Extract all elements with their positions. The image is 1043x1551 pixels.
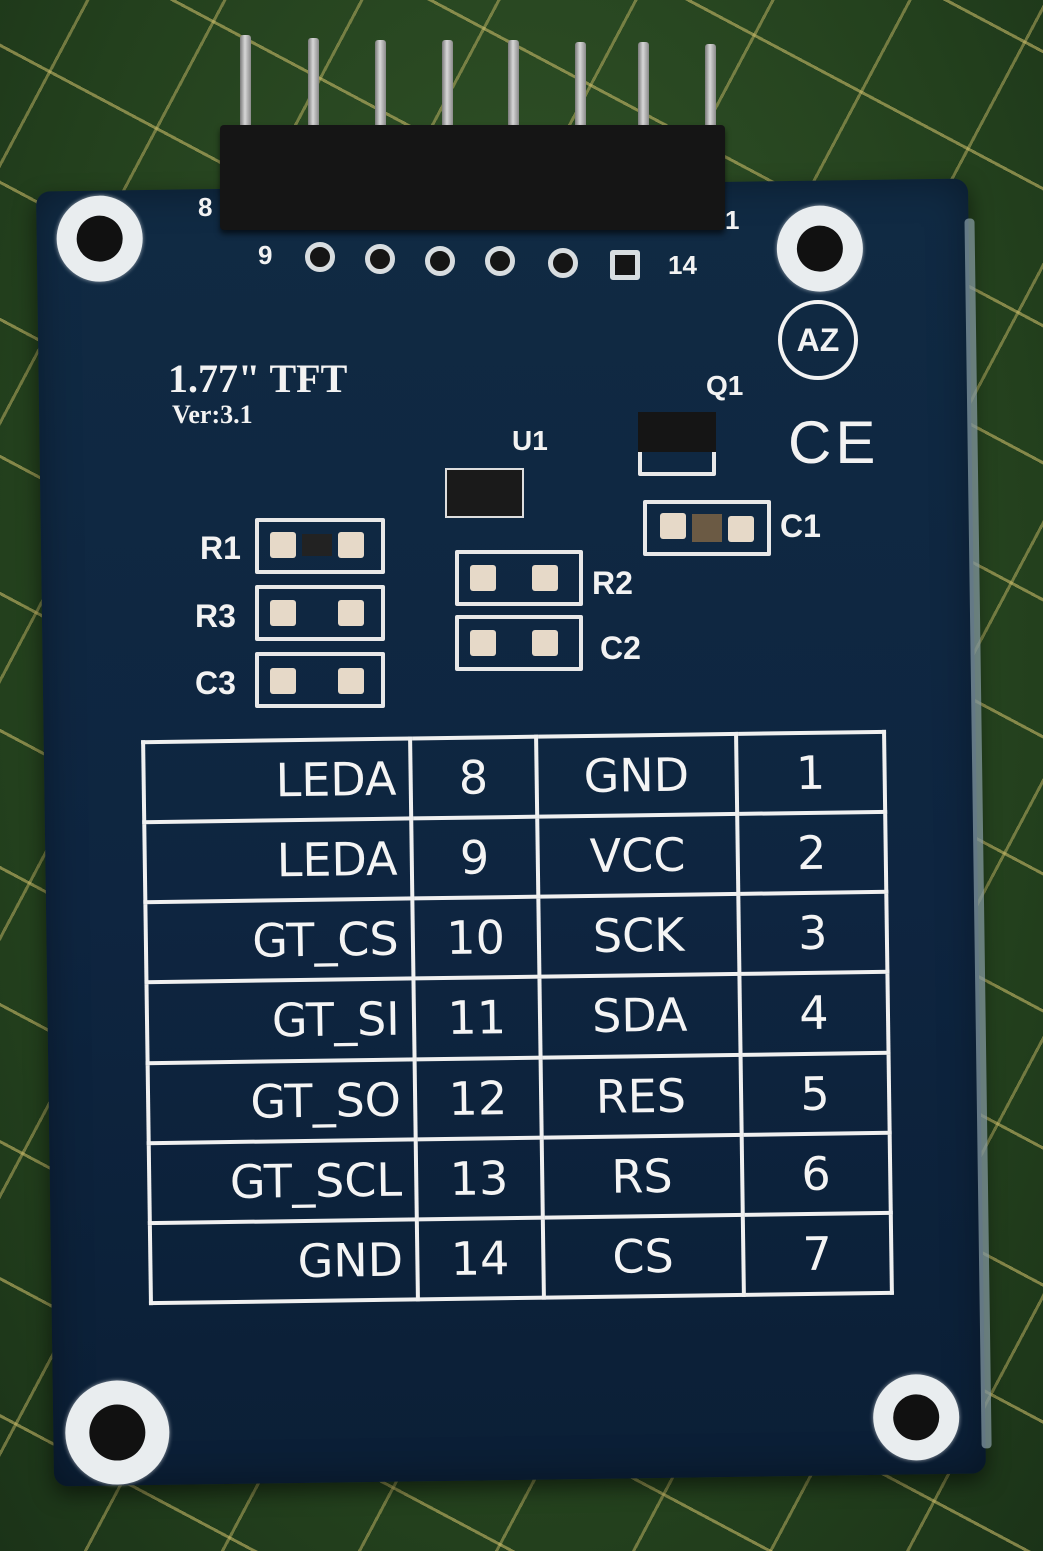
pin-function-left: LEDA [143,738,411,823]
pin-number-left: 14 [416,1217,544,1300]
pin-function-left: GT_CS [145,898,414,983]
pin-function-left: GT_SI [146,978,415,1063]
ce-mark: CE [788,409,880,476]
pin-function-right: VCC [536,814,739,897]
pin-function-right: RS [541,1134,743,1218]
pin-number-left: 8 [409,736,537,819]
pin-function-left: GT_SO [147,1059,416,1143]
mounting-hole-top-right [776,205,864,293]
mounting-hole-bottom-right [872,1373,960,1461]
header-label-9: 9 [258,240,273,270]
ref-r1: R1 [200,530,241,566]
mounting-hole-bottom-left [64,1379,171,1486]
pin-number-right: 4 [739,972,889,1055]
pin-number-left: 12 [414,1057,542,1140]
outline-r2 [455,550,583,606]
pin-number-right: 2 [736,811,887,895]
pin-header-connector [220,125,725,230]
pad-r1 [338,532,364,558]
outline-c1 [643,500,771,556]
pad-c1 [660,513,686,539]
ref-r3: R3 [195,598,236,634]
pad-c1 [728,516,754,542]
pin-function-right: SCK [538,894,740,978]
header-pin [308,38,319,208]
pin-function-right: RES [540,1054,742,1138]
board-version: Ver:3.1 [172,400,253,429]
ref-u1: U1 [512,425,548,456]
ref-q1: Q1 [706,370,744,401]
pin-function-left: GND [149,1219,418,1304]
mounting-hole-top-left [56,195,144,283]
pad-c3 [338,668,364,694]
solder-pad [365,244,395,274]
header-label-1: 1 [725,205,740,235]
pin-number-left: 9 [410,816,539,899]
ref-c2: C2 [600,630,641,666]
ref-r2: R2 [592,565,633,601]
pin-function-left: GT_SCL [148,1139,417,1223]
az-logo: AZ [778,300,858,380]
pin-number-left: 10 [412,896,540,979]
ref-c1: C1 [780,508,821,544]
pad-r3 [270,600,296,626]
outline-c2 [455,615,583,671]
pin-number-right: 6 [741,1132,891,1215]
pin-number-right: 7 [742,1212,892,1295]
pad-c2 [470,630,496,656]
solder-pad [548,248,578,278]
pin-number-right: 5 [740,1052,890,1135]
outline-c3 [255,652,385,708]
capacitor-c1 [692,514,722,542]
chip-u1 [445,468,524,518]
pad-c2 [532,630,558,656]
resistor-r1 [302,534,332,556]
header-label-8: 8 [198,192,213,222]
ref-c3: C3 [195,665,236,701]
pin-number-right: 1 [735,731,886,815]
pin-number-left: 11 [413,977,541,1060]
header-label-14: 14 [668,250,697,280]
outline-r3 [255,585,385,641]
board-title: 1.77" TFT [168,356,348,401]
pin-function-right: GND [535,733,737,817]
solder-pad-square [610,250,640,280]
pin-number-right: 3 [738,892,888,975]
pin-function-right: CS [542,1214,744,1298]
pin-function-right: SDA [539,974,741,1058]
pad-r1 [270,532,296,558]
pin-number-left: 13 [415,1137,543,1220]
outline-r1 [255,518,385,574]
header-pin [240,35,251,205]
pad-r3 [338,600,364,626]
solder-pad [425,246,455,276]
pad-c3 [270,668,296,694]
pad-r2 [470,565,496,591]
pin-function-left: LEDA [144,818,413,903]
transistor-q1 [638,412,716,452]
solder-pad [305,242,335,272]
pad-r2 [532,565,558,591]
solder-pad [485,246,515,276]
